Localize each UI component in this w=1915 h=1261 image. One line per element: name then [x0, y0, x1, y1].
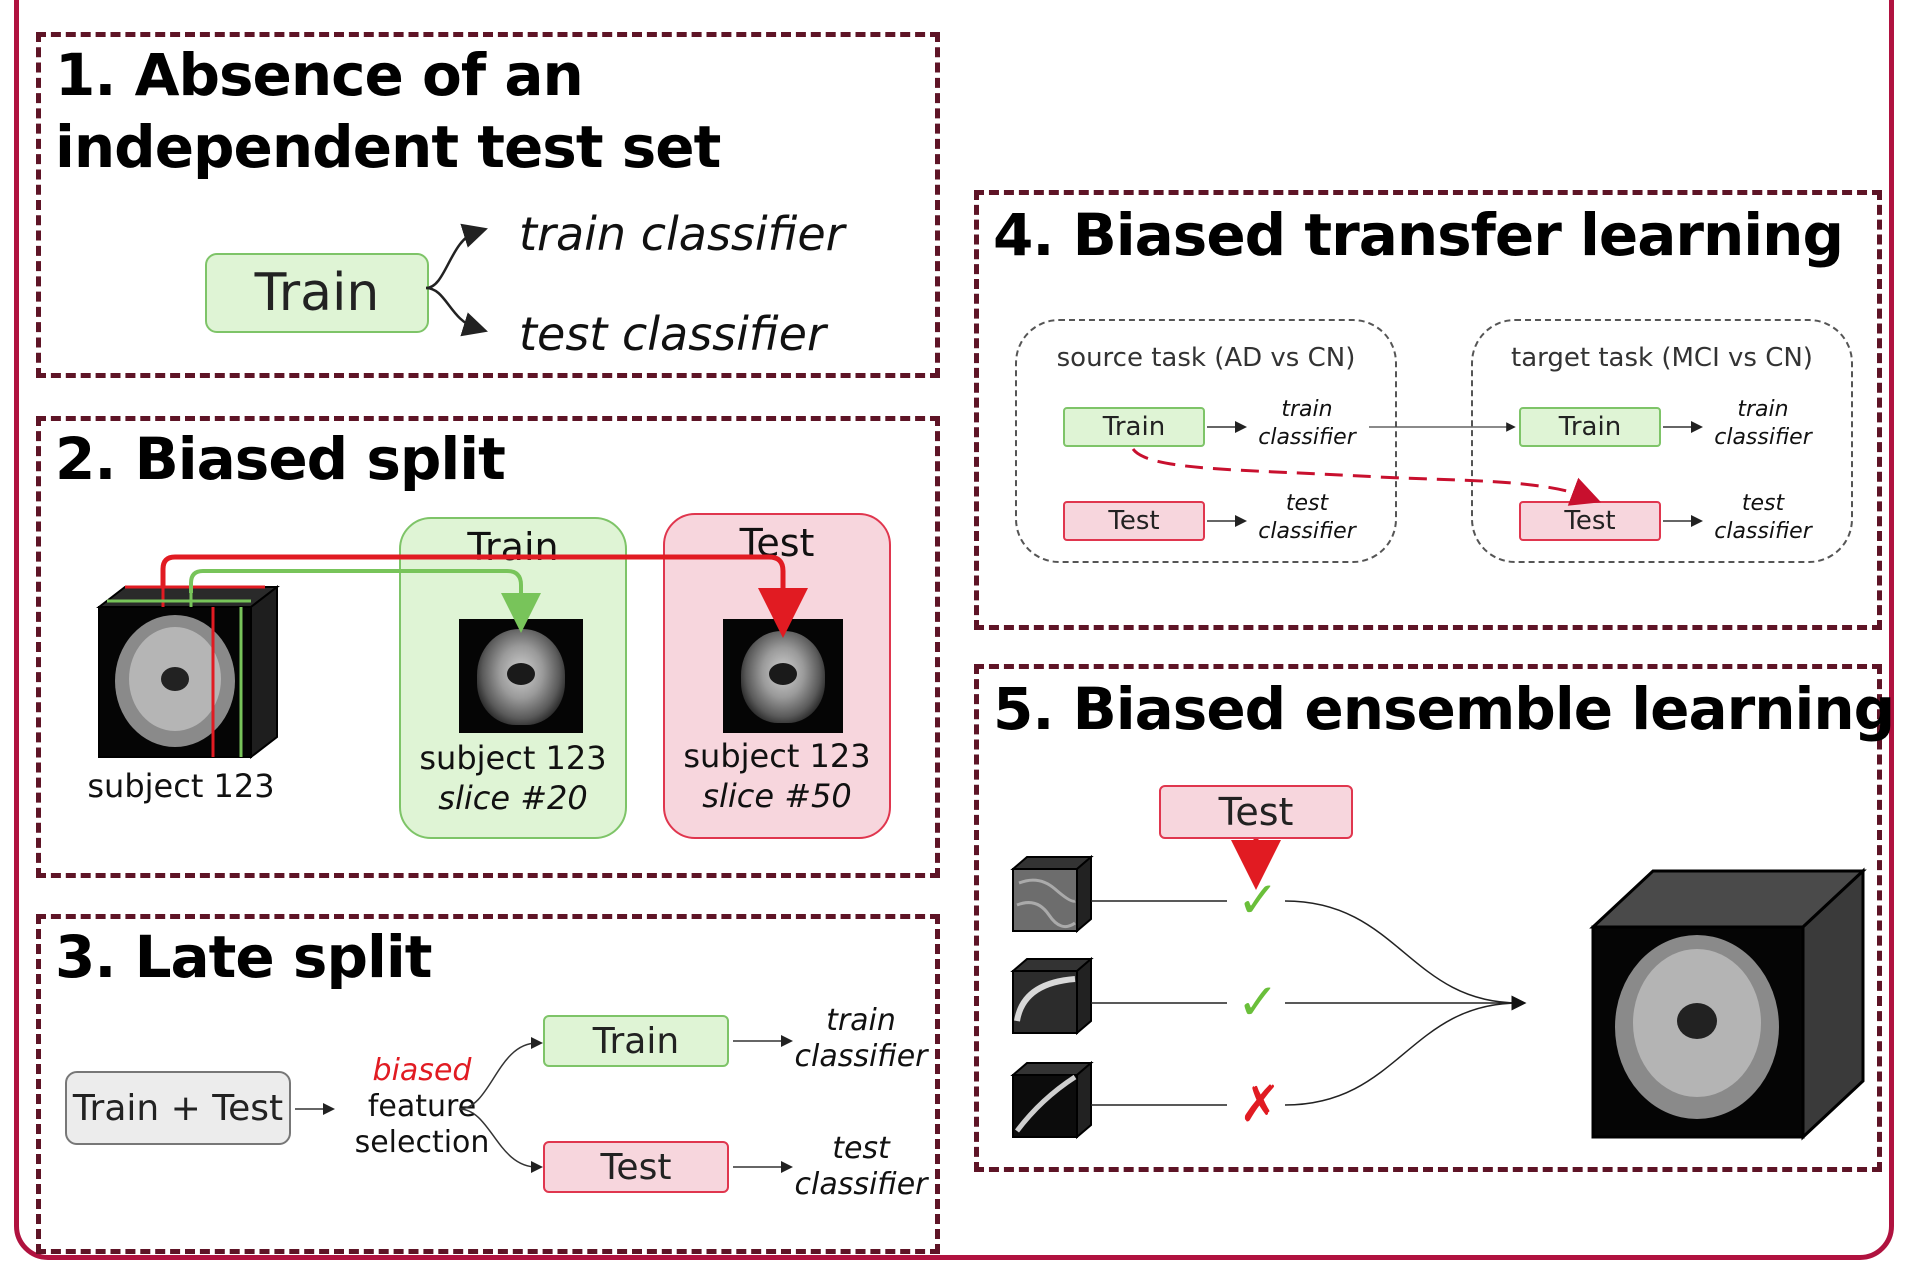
panel1-title-line1: 1. Absence of an — [55, 41, 584, 109]
panel5-patch-cubes — [1010, 839, 1867, 1141]
panel-biased-split: 2. Biased split Train Test subject 123 s… — [36, 416, 940, 878]
panel4-src-train-out-1: train — [1281, 397, 1333, 422]
panel3-test-box: Test — [543, 1141, 729, 1193]
panel5-title: 5. Biased ensemble learning — [993, 675, 1895, 743]
panel4-src-test-out-2: classifier — [1258, 519, 1356, 544]
panel3-train-test-box: Train + Test — [65, 1071, 291, 1145]
panel2-volume-cube — [96, 584, 280, 760]
panel5-test-box: Test — [1159, 785, 1353, 839]
panel2-train-header: Train — [467, 525, 559, 569]
panel4-src-test-out-1: test — [1285, 491, 1329, 516]
panel2-test-slice-label: slice #50 — [702, 777, 852, 815]
panel4-arrows — [1131, 421, 1703, 527]
panel1-train-box: Train — [205, 253, 429, 333]
panel2-split-arrows — [160, 554, 808, 638]
panel4-src-train-out-2: classifier — [1258, 425, 1356, 450]
panel5-check-1: ✓ — [1237, 871, 1279, 929]
panel2-test-slice-image — [723, 619, 843, 733]
panel1-title-line2: independent test set — [55, 113, 721, 181]
panel2-train-slice-image — [459, 619, 583, 733]
panel2-subject-label: subject 123 — [87, 767, 275, 805]
panel3-feature-label: feature — [367, 1089, 477, 1124]
outer-frame — [14, 0, 1894, 1260]
panel4-target-train-box: Train — [1519, 407, 1661, 447]
panel4-source-test-box: Test — [1063, 501, 1205, 541]
panel5-cross: ✗ — [1239, 1075, 1281, 1133]
panel2-train-slice-label: slice #20 — [438, 779, 588, 817]
panel4-target-test-box: Test — [1519, 501, 1661, 541]
panel3-title: 3. Late split — [55, 923, 432, 991]
panel4-tgt-train-out-2: classifier — [1714, 425, 1812, 450]
panel4-target-label: target task (MCI vs CN) — [1511, 343, 1813, 373]
panel4-tgt-test-out-1: test — [1741, 491, 1785, 516]
panel2-test-subject-label: subject 123 — [683, 737, 871, 775]
panel4-source-label: source task (AD vs CN) — [1056, 343, 1356, 373]
panel3-train-box: Train — [543, 1015, 729, 1067]
panel3-arrows — [295, 1035, 793, 1173]
panel3-biased-label: biased — [372, 1053, 472, 1088]
panel2-train-subject-label: subject 123 — [419, 739, 607, 777]
panel-biased-ensemble-learning: 5. Biased ensemble learning Test — [974, 664, 1895, 1172]
panel3-test-out-2: classifier — [794, 1167, 928, 1202]
panel4-title: 4. Biased transfer learning — [993, 201, 1844, 269]
panel3-selection-label: selection — [354, 1125, 490, 1160]
panel-absence-of-test-set: 1. Absence of an independent test set Tr… — [36, 32, 940, 378]
panel5-check-2: ✓ — [1237, 973, 1279, 1031]
panel4-source-train-box: Train — [1063, 407, 1205, 447]
panel4-target-task-box — [1471, 319, 1853, 563]
panel3-train-out-1: train — [826, 1003, 896, 1038]
panel4-tgt-test-out-2: classifier — [1714, 519, 1812, 544]
panel4-source-task-box — [1015, 319, 1397, 563]
panel3-test-out-1: test — [832, 1131, 890, 1166]
panel1-test-classifier-label: test classifier — [519, 307, 826, 361]
panel4-tgt-train-out-1: train — [1737, 397, 1789, 422]
panel-biased-transfer-learning: 4. Biased transfer learning source task … — [974, 190, 1882, 630]
panel2-title: 2. Biased split — [55, 425, 506, 493]
panel3-train-out-2: classifier — [794, 1039, 928, 1074]
panel-late-split: 3. Late split Train + Test biased featur… — [36, 914, 940, 1254]
panel1-train-classifier-label: train classifier — [519, 207, 845, 261]
